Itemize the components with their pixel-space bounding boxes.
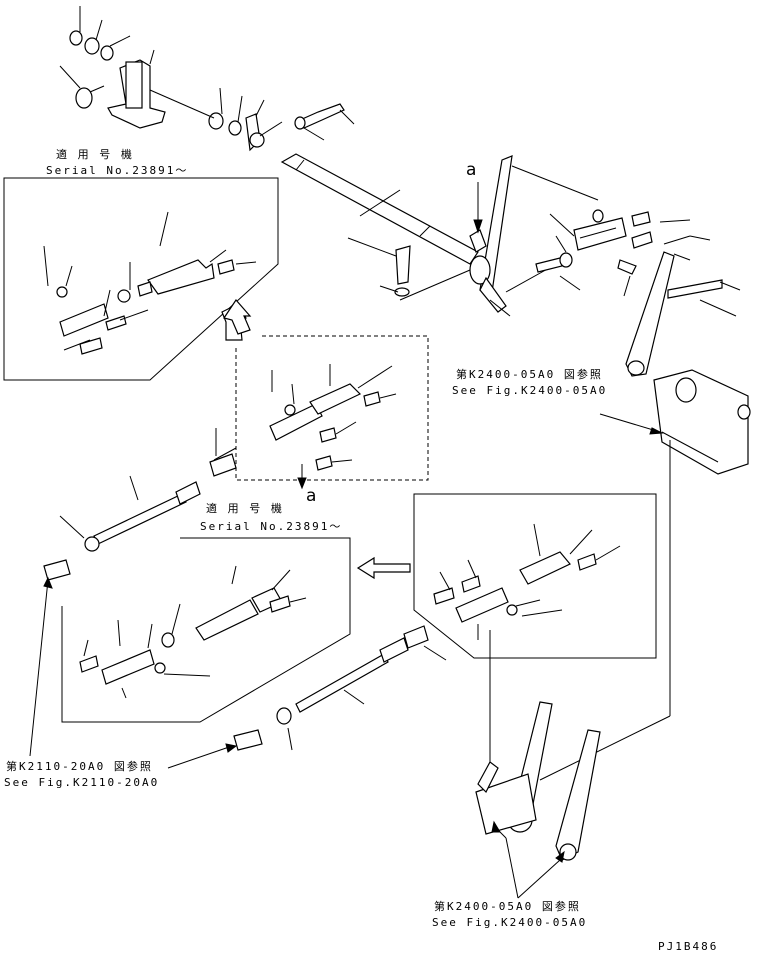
top-bracket-assembly xyxy=(59,6,355,152)
serial-box-lower-left xyxy=(61,537,351,723)
transition-arrows xyxy=(223,299,411,580)
right-bracket xyxy=(599,369,751,475)
serial-applicable-top: 適 用 号 機 xyxy=(56,148,134,161)
lower-rod-assembly xyxy=(167,625,447,769)
ref-k2400-top-jp: 第K2400-05A0 図参照 xyxy=(456,368,603,381)
serial-box-right xyxy=(413,440,671,781)
serial-box-top xyxy=(3,177,279,381)
ref-k2400-bottom-jp: 第K2400-05A0 図参照 xyxy=(434,900,581,913)
drawing-code: PJ1B486 xyxy=(658,940,719,953)
marker-a-top: a xyxy=(466,160,477,180)
ref-k2400-bottom-en: See Fig.K2400-05A0 xyxy=(432,916,588,929)
bottom-lever-assembly xyxy=(475,701,601,899)
left-rod-assembly xyxy=(29,453,237,757)
marker-a-mid: a xyxy=(306,486,317,506)
ref-k2110-jp: 第K2110-20A0 図参照 xyxy=(6,760,153,773)
serial-box-middle xyxy=(213,335,429,490)
serial-number-top: Serial No.23891～ xyxy=(46,164,189,177)
shaft-lever-assembly xyxy=(280,153,741,377)
serial-applicable-mid: 適 用 号 機 xyxy=(206,502,284,515)
ref-k2400-top-en: See Fig.K2400-05A0 xyxy=(452,384,608,397)
serial-number-mid: Serial No.23891～ xyxy=(200,520,343,533)
ref-k2110-en: See Fig.K2110-20A0 xyxy=(4,776,160,789)
